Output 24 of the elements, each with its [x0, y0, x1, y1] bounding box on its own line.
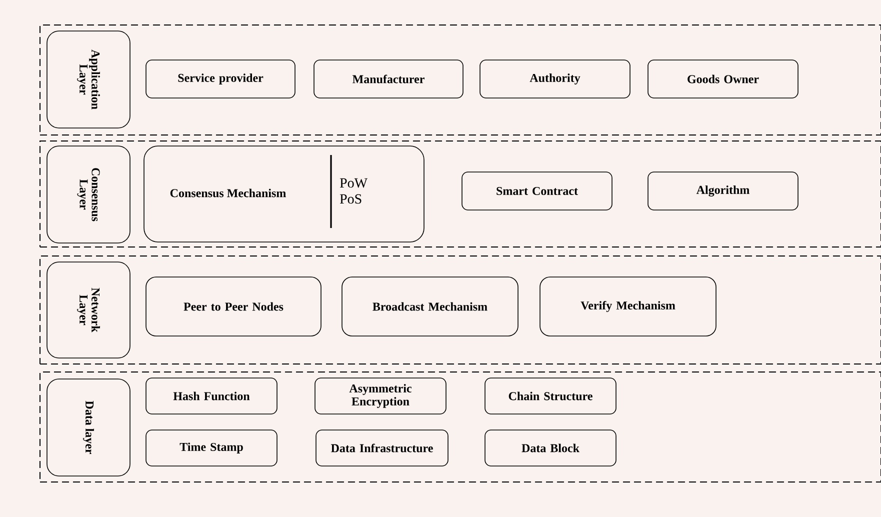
component-box: Hash Function [146, 378, 278, 414]
layer-band [40, 24, 881, 136]
layer-label-box: Data layer [46, 378, 130, 476]
component-box: Data Block [484, 430, 616, 466]
layer-label-box: Network Layer [46, 262, 130, 358]
component-box: Chain Structure [484, 378, 616, 414]
layer-band [40, 372, 881, 482]
component-box: Verify Mechanism [540, 276, 716, 336]
layer-band [40, 140, 881, 248]
component-box: Authority [480, 60, 630, 98]
component-box: Asymmetric Encryption [314, 378, 446, 414]
component-box: Broadcast Mechanism [342, 276, 518, 336]
mechanism-box: Consensus Mechanism PoW PoS [144, 146, 424, 242]
component-box: Manufacturer [314, 60, 464, 98]
component-box: Time Stamp [146, 430, 278, 466]
component-box: Algorithm [648, 172, 798, 210]
layer-band [40, 256, 881, 364]
component-box: Smart Contract [462, 172, 612, 210]
component-box: Peer to Peer Nodes [146, 276, 322, 336]
component-box: Data Infrastructure [316, 430, 448, 466]
component-box: Service provider [146, 60, 296, 98]
layer-label-box: Application Layer [46, 30, 130, 128]
layer-label-box: Consensus Layer [46, 146, 130, 244]
component-box: Goods Owner [648, 60, 798, 98]
